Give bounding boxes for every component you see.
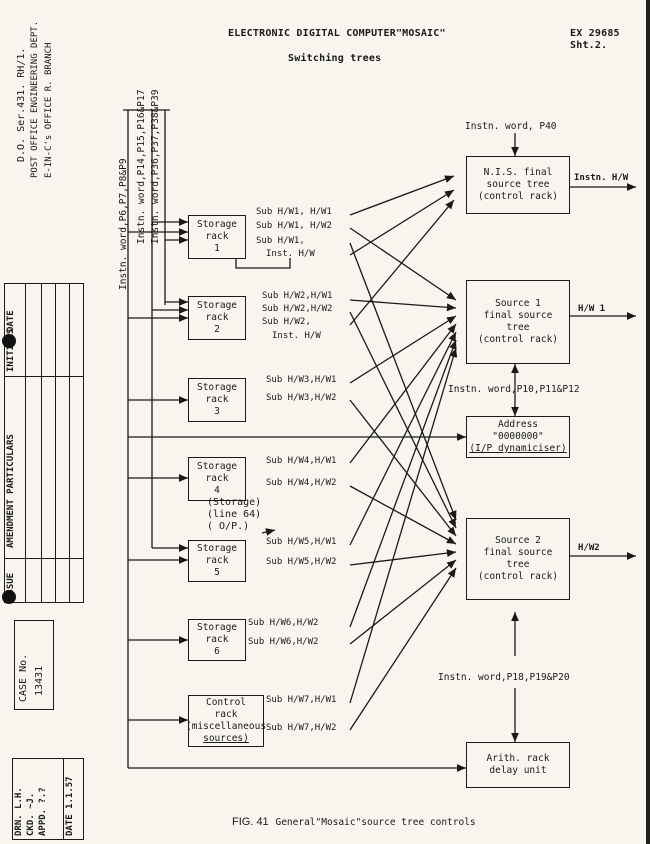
rack-label: rack (214, 709, 238, 720)
storage-line-note: (Storage) (line 64) ( O/P.) (207, 497, 277, 533)
output-label: Sub H/W4,H/W2 (266, 478, 337, 488)
output-label: Sub H/W2,H/W2 (262, 304, 333, 314)
output-label: Inst. H/W (272, 331, 321, 341)
rack-number: 5 (214, 567, 220, 578)
rack-label: Control (205, 697, 247, 708)
box-label: N.I.S. final (483, 167, 553, 178)
output-label: Sub H/W2, (262, 317, 311, 327)
note-line: (line 64) (207, 509, 262, 520)
rack-number: 1 (214, 243, 220, 254)
page-edge (646, 0, 650, 844)
storage-rack-1: Storage rack 1 (188, 215, 246, 259)
rack-number: 3 (214, 406, 220, 417)
punch-hole-icon (2, 590, 16, 604)
rack-label: rack (205, 312, 229, 323)
nis-final-source-tree: N.I.S. final source tree (control rack) (466, 156, 570, 214)
figure-caption: FIG. 41 General"Mosaic"source tree contr… (232, 816, 476, 828)
sheet-number: Sht.2. (570, 40, 608, 51)
rack-label: rack (205, 634, 229, 645)
box-label: (control rack) (477, 191, 559, 202)
source-2-final-source-tree: Source 2 final source tree (control rack… (466, 518, 570, 600)
source1-output-label: H/W 1 (578, 304, 606, 314)
box-label: (control rack) (477, 334, 559, 345)
output-label: Sub H/W7,H/W1 (266, 695, 337, 705)
box-label: source tree (486, 179, 550, 190)
arith-input-label: Instn. word,P18,P19&P20 (438, 672, 570, 683)
output-label: Sub H/W3,H/W2 (266, 393, 337, 403)
note-line: (Storage) (207, 497, 262, 508)
figure-number: FIG. 41 (232, 816, 269, 828)
arith-rack-delay-unit: Arith. rack delay unit (466, 742, 570, 788)
bus-label-p14-p17: Instn. word,P14,P15,P16&P17 (136, 89, 147, 244)
rack-number: 2 (214, 324, 220, 335)
reference-number: EX 29685 (570, 28, 620, 39)
drawing-subtitle: Switching trees (288, 53, 382, 64)
box-label: Arith. rack (486, 753, 550, 764)
box-label: Source 1 (495, 298, 541, 309)
control-rack: Control rack (miscellaneous sources) (185, 695, 267, 747)
box-label: Address (497, 419, 539, 430)
signoff-box (12, 758, 84, 840)
rack-label: sources) (203, 733, 249, 744)
output-label: Sub H/W2,H/W1 (262, 291, 333, 301)
amendment-table (4, 283, 84, 603)
output-label: Sub H/W3,H/W1 (266, 375, 337, 385)
box-label: tree (506, 322, 530, 333)
nis-input-label: Instn. word, P40 (465, 121, 557, 132)
box-label: Source 2 (495, 535, 541, 546)
drawing-title: ELECTRONIC DIGITAL COMPUTER"MOSAIC" (228, 28, 446, 39)
address-box: Address "0000000" (I/P dynamiciser) (466, 416, 570, 458)
box-label: final source (483, 310, 553, 321)
box-label: tree (506, 559, 530, 570)
rack-label: (miscellaneous (185, 721, 267, 732)
nis-output-label: Instn. H/W (574, 173, 629, 183)
rack-label: rack (205, 555, 229, 566)
box-label: delay unit (489, 765, 547, 776)
box-label: (control rack) (477, 571, 559, 582)
output-label: Sub H/W7,H/W2 (266, 723, 337, 733)
output-label: Sub H/W1, (256, 236, 305, 246)
bus-label-p36-p39: Instn. word,P36,P37,P38&P39 (150, 89, 161, 244)
rack-label: Storage (196, 543, 238, 554)
rack-label: rack (205, 231, 229, 242)
rack-number: 6 (214, 646, 220, 657)
note-line: ( O/P.) (207, 521, 250, 532)
source2-output-label: H/W2 (578, 543, 600, 553)
output-label: Sub H/W4,H/W1 (266, 456, 337, 466)
box-label: final source (483, 547, 553, 558)
rack-number: 4 (214, 485, 220, 496)
storage-rack-3: Storage rack 3 (188, 378, 246, 422)
output-label: Sub H/W5,H/W2 (266, 557, 337, 567)
rack-label: Storage (196, 461, 238, 472)
punch-hole-icon (2, 334, 16, 348)
storage-rack-2: Storage rack 2 (188, 296, 246, 340)
output-label: Sub H/W1, H/W2 (256, 221, 332, 231)
rack-label: rack (205, 394, 229, 405)
rack-label: Storage (196, 300, 238, 311)
rack-label: rack (205, 473, 229, 484)
output-label: Sub H/W6,H/W2 (248, 618, 319, 628)
output-label: Sub H/W1, H/W1 (256, 207, 332, 217)
bus-label-p6-p9: Instn. word,P6,P7,P8&P9 (118, 158, 129, 290)
box-label: (I/P dynamiciser) (469, 443, 567, 454)
figure-caption-text: General"Mosaic"source tree controls (275, 817, 476, 828)
output-label: Inst. H/W (266, 249, 315, 259)
rack-label: Storage (196, 622, 238, 633)
storage-rack-6: Storage rack 6 (188, 619, 246, 661)
case-box (14, 620, 54, 710)
storage-rack-4: Storage rack 4 (188, 457, 246, 501)
box-label: "0000000" (492, 431, 544, 442)
source-1-final-source-tree: Source 1 final source tree (control rack… (466, 280, 570, 364)
output-label: Sub H/W6,H/W2 (248, 637, 319, 647)
rack-label: Storage (196, 219, 238, 230)
rack-label: Storage (196, 382, 238, 393)
output-label: Sub H/W5,H/W1 (266, 537, 337, 547)
address-input-label: Instn. word,P10,P11&P12 (448, 384, 580, 395)
storage-rack-5: Storage rack 5 (188, 540, 246, 582)
